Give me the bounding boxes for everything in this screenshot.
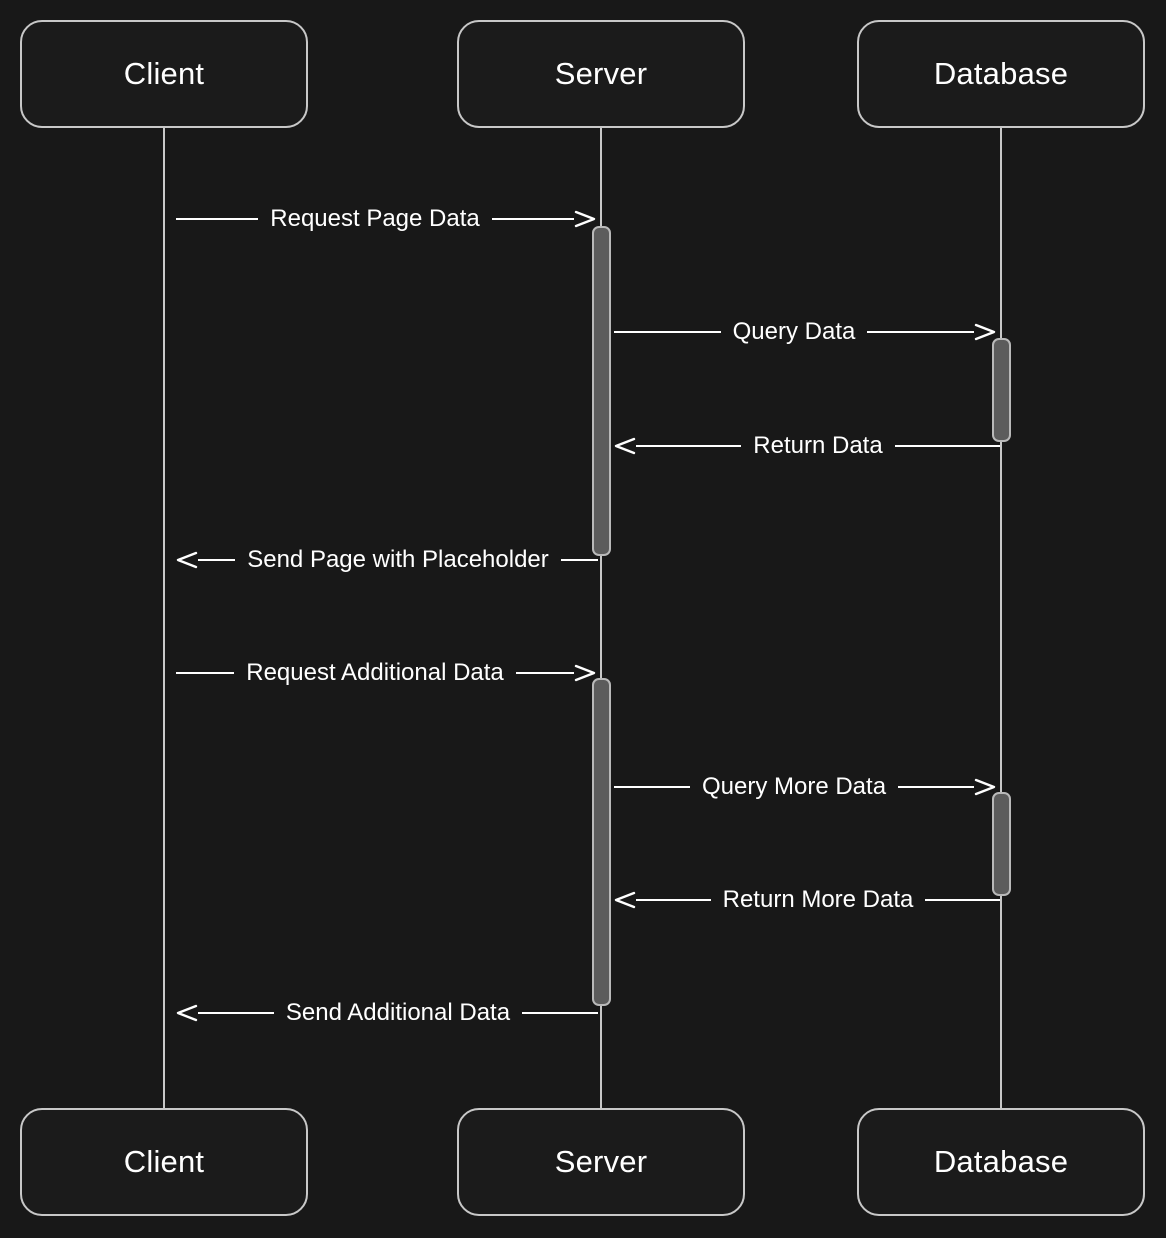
message-line xyxy=(636,445,742,447)
message-line xyxy=(867,331,974,333)
message-label: Request Page Data xyxy=(270,205,480,232)
arrow-left-icon xyxy=(614,889,636,911)
message-label: Query Data xyxy=(732,318,856,345)
actor-box-client-bottom[interactable]: Client xyxy=(20,1108,308,1216)
actor-label-client-bottom: Client xyxy=(123,1144,205,1179)
message-send-additional-data: Send Additional Data xyxy=(176,990,598,1036)
message-line xyxy=(197,1012,274,1014)
actor-box-database-top[interactable]: Database xyxy=(857,20,1145,128)
actor-label-database-top: Database xyxy=(933,56,1069,91)
activation-database-1 xyxy=(992,338,1011,442)
message-line xyxy=(176,218,259,220)
message-line xyxy=(515,672,575,674)
message-request-page-data: Request Page Data xyxy=(176,196,596,242)
arrow-left-icon xyxy=(614,435,636,457)
activation-database-2 xyxy=(992,792,1011,896)
message-return-data: Return Data xyxy=(614,423,1000,469)
message-label: Return Data xyxy=(753,432,883,459)
message-request-additional-data: Request Additional Data xyxy=(176,650,596,696)
lifeline-server xyxy=(600,128,602,1108)
message-line xyxy=(522,1012,598,1014)
message-line xyxy=(614,331,721,333)
message-query-data: Query Data xyxy=(614,309,996,355)
activation-server-2 xyxy=(592,678,611,1006)
actor-box-database-bottom[interactable]: Database xyxy=(857,1108,1145,1216)
message-line xyxy=(197,559,236,561)
actor-box-server-bottom[interactable]: Server xyxy=(457,1108,745,1216)
message-send-page-with-placeholder: Send Page with Placeholder xyxy=(176,537,598,583)
actor-box-server-top[interactable]: Server xyxy=(457,20,745,128)
message-label: Return More Data xyxy=(722,886,914,913)
lifeline-client xyxy=(163,128,165,1108)
actor-label-database-bottom: Database xyxy=(933,1144,1069,1179)
actor-label-server-bottom: Server xyxy=(554,1144,648,1179)
message-return-more-data: Return More Data xyxy=(614,877,1000,923)
activation-server-1 xyxy=(592,226,611,556)
message-line xyxy=(560,559,598,561)
arrow-left-icon xyxy=(176,1002,198,1024)
message-line xyxy=(614,786,690,788)
actor-label-server-top: Server xyxy=(554,56,648,91)
message-label: Send Additional Data xyxy=(285,999,511,1026)
message-line xyxy=(925,899,1000,901)
message-label: Query More Data xyxy=(701,773,887,800)
arrow-left-icon xyxy=(176,549,198,571)
actor-label-client-top: Client xyxy=(123,56,205,91)
message-label: Request Additional Data xyxy=(246,659,504,686)
message-line xyxy=(491,218,575,220)
message-line xyxy=(898,786,975,788)
message-line xyxy=(636,899,711,901)
message-label: Send Page with Placeholder xyxy=(247,546,549,573)
message-query-more-data: Query More Data xyxy=(614,764,996,810)
actor-box-client-top[interactable]: Client xyxy=(20,20,308,128)
message-line xyxy=(176,672,235,674)
message-line xyxy=(894,445,1000,447)
arrow-right-icon xyxy=(574,208,596,230)
lifeline-database xyxy=(1000,128,1002,1108)
